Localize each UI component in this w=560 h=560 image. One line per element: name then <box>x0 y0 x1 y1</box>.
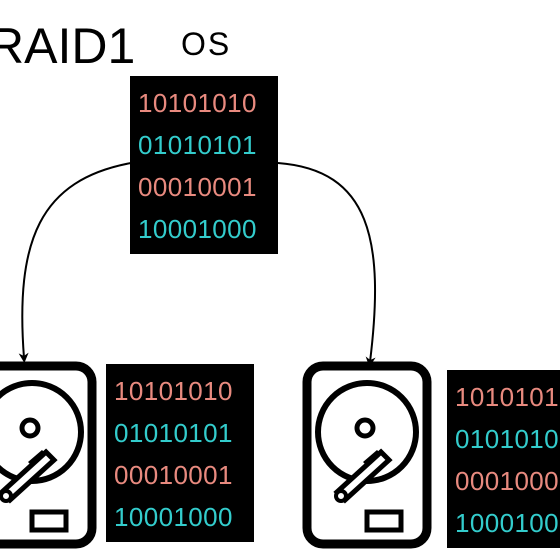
arrow-to-disk-2 <box>277 162 376 367</box>
disk-1-data-block: 10101010 01010101 00010001 10001000 <box>106 364 254 542</box>
disk-1-bit-row-3: 00010001 <box>114 460 233 490</box>
disk-1-bit-row-2: 01010101 <box>114 418 233 448</box>
disk-2-bit-row-3: 00010001 <box>455 466 560 496</box>
disk-2-bit-row-2: 01010101 <box>455 424 560 454</box>
os-bit-row-3: 00010001 <box>138 172 257 202</box>
os-bit-row-4: 10001000 <box>138 214 257 244</box>
disk-2-data-block: 10101010 01010101 00010001 10001000 <box>447 370 560 548</box>
disk-1-bit-row-1: 10101010 <box>114 376 233 406</box>
disk-1-bit-row-4: 10001000 <box>114 502 233 532</box>
os-bit-row-1: 10101010 <box>138 88 257 118</box>
arrow-to-disk-1 <box>18 162 132 363</box>
os-data-block: 10101010 01010101 00010001 10001000 <box>130 76 278 254</box>
disk-2-bit-row-1: 10101010 <box>455 382 560 412</box>
os-label: OS <box>181 26 232 62</box>
diagram-title: RAID1 <box>0 18 136 74</box>
os-bit-row-2: 01010101 <box>138 130 257 160</box>
disk-2-bit-row-4: 10001000 <box>455 508 560 538</box>
